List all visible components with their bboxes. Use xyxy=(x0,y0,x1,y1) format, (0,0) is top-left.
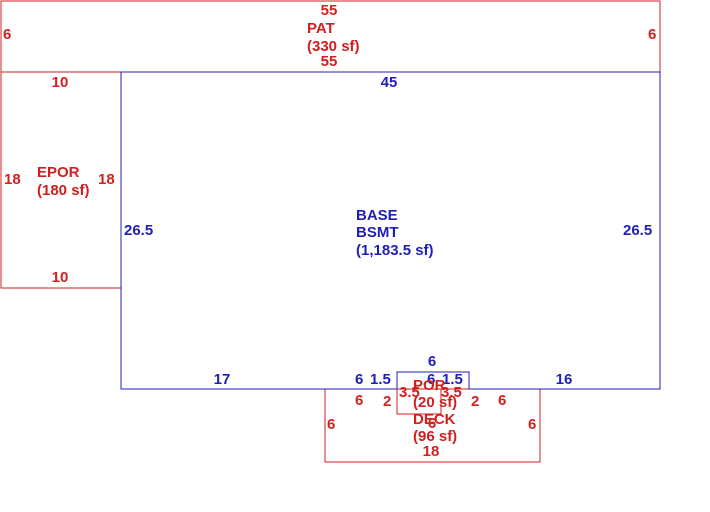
deck-top-left-dimension: 6 xyxy=(355,392,363,409)
epor-left-dimension: 18 xyxy=(4,171,21,188)
base-notch-right-dimension: 6 xyxy=(427,371,435,388)
por-bottom-dimension: 6 xyxy=(428,415,436,432)
base-notch-right-offset: 1.5 xyxy=(442,371,463,388)
base-notch-left-offset: 1.5 xyxy=(370,371,391,388)
patio-right-dimension: 6 xyxy=(648,26,656,43)
por-name: POR xyxy=(413,377,446,394)
deck-area: (96 sf) xyxy=(413,428,457,445)
deck-left-dimension: 6 xyxy=(327,416,335,433)
base-notch-left-dimension: 6 xyxy=(355,371,363,388)
base-top-dimension: 45 xyxy=(381,74,398,91)
base-area: (1,183.5 sf) xyxy=(356,242,434,259)
patio-area: (330 sf) xyxy=(307,38,360,55)
base-name: BASE xyxy=(356,207,398,224)
deck-right-dimension: 6 xyxy=(528,416,536,433)
deck-bottom-dimension: 18 xyxy=(423,443,440,460)
deck-top-left-offset: 2 xyxy=(383,393,391,410)
base-right-dimension: 26.5 xyxy=(623,222,652,239)
patio-top-dimension: 55 xyxy=(321,2,338,19)
base-notch-top-dimension: 6 xyxy=(428,353,436,370)
deck-name: DECK xyxy=(413,411,456,428)
por-left-dimension: 3.5 xyxy=(399,384,420,401)
patio-name: PAT xyxy=(307,20,335,37)
base-bottom-right-dimension: 16 xyxy=(556,371,573,388)
patio-left-dimension: 6 xyxy=(3,26,11,43)
epor-top-dimension: 10 xyxy=(52,74,69,91)
por-right-dimension: 3.5 xyxy=(441,384,462,401)
basement-outline xyxy=(120,71,661,390)
deck-top-right-dimension: 6 xyxy=(498,392,506,409)
por-area: (20 sf) xyxy=(413,394,457,411)
epor-bottom-dimension: 10 xyxy=(52,269,69,286)
epor-area: (180 sf) xyxy=(37,182,90,199)
epor-right-dimension: 18 xyxy=(98,171,115,188)
epor-name: EPOR xyxy=(37,164,80,181)
base-subname: BSMT xyxy=(356,224,399,241)
patio-bottom-dimension: 55 xyxy=(321,53,338,70)
base-left-dimension: 26.5 xyxy=(124,222,153,239)
deck-top-right-offset: 2 xyxy=(471,393,479,410)
base-bottom-left-dimension: 17 xyxy=(214,371,231,388)
por-outline xyxy=(396,388,442,415)
